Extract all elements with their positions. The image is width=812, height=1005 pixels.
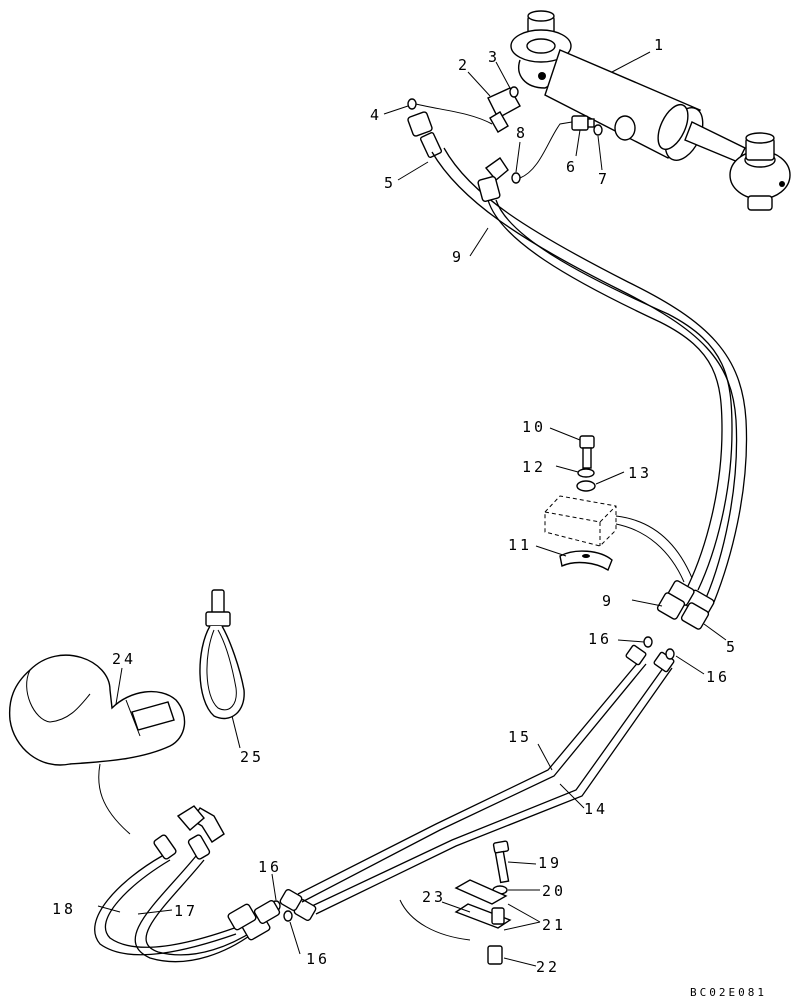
clamp-11: [559, 550, 613, 572]
o-ring-16d: [283, 910, 293, 922]
label-4: 4: [370, 106, 382, 124]
label-17: 17: [174, 902, 198, 920]
o-ring-16a: [643, 636, 653, 648]
washer-12: [577, 468, 595, 478]
tube-15: [279, 644, 647, 912]
washer-13: [576, 480, 596, 492]
label-9-bottom: 9: [602, 592, 614, 610]
label-16-c: 16: [258, 858, 282, 876]
drawing-code: BC02E081: [690, 986, 767, 999]
label-24: 24: [112, 650, 136, 668]
label-16-a: 16: [588, 630, 612, 648]
label-16-d: 16: [306, 950, 330, 968]
label-18: 18: [52, 900, 76, 918]
hose-18: [94, 805, 281, 956]
o-ring-3: [509, 86, 519, 98]
label-20: 20: [542, 882, 566, 900]
o-ring-16b: [665, 648, 675, 660]
fitting-6: [571, 115, 595, 131]
label-11: 11: [508, 536, 532, 554]
label-5-top: 5: [384, 174, 396, 192]
label-14: 14: [584, 800, 608, 818]
label-12: 12: [522, 458, 546, 476]
hose-guard-24: [8, 654, 186, 835]
label-19: 19: [538, 854, 562, 872]
label-22: 22: [536, 958, 560, 976]
spacer-22: [487, 945, 503, 965]
plate-21: [454, 879, 512, 929]
clamp-block: [544, 495, 693, 583]
label-8: 8: [516, 124, 528, 142]
hose-9: [477, 157, 733, 620]
o-ring-4: [407, 98, 417, 110]
tube-14: [293, 651, 675, 922]
label-1: 1: [654, 36, 666, 54]
hydraulic-cylinder: [510, 10, 791, 211]
o-ring-8: [511, 172, 521, 184]
leader-lines: [97, 51, 727, 967]
label-5-bottom: 5: [726, 638, 738, 656]
label-6: 6: [566, 158, 578, 176]
label-2: 2: [458, 56, 470, 74]
strap-25: [199, 589, 245, 720]
label-21: 21: [542, 916, 566, 934]
label-16-b: 16: [706, 668, 730, 686]
label-7: 7: [598, 170, 610, 188]
label-15: 15: [508, 728, 532, 746]
label-13: 13: [628, 464, 652, 482]
o-ring-7: [593, 124, 603, 136]
hose-5: [407, 111, 748, 630]
bolt-19: [492, 840, 510, 884]
label-9-top: 9: [452, 248, 464, 266]
label-10: 10: [522, 418, 546, 436]
bolt-10: [579, 435, 595, 469]
label-25: 25: [240, 748, 264, 766]
label-23: 23: [422, 888, 446, 906]
label-3: 3: [488, 48, 500, 66]
